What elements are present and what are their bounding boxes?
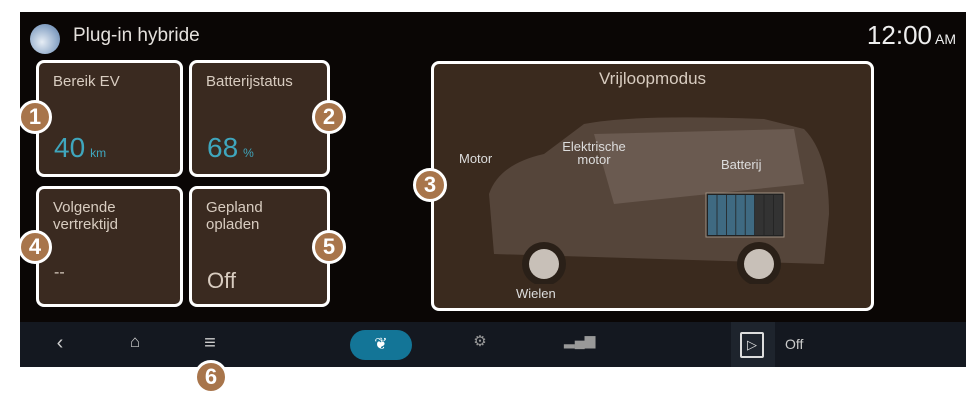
callout-badge-2: 2	[312, 100, 346, 134]
media-status: Off	[785, 336, 804, 352]
callout-badge-5: 5	[312, 230, 346, 264]
motor-label: Motor	[459, 151, 493, 166]
card-value: 68%	[207, 132, 254, 163]
battery-cell	[764, 195, 773, 235]
electric-motor-label: Elektrische motor	[562, 139, 626, 167]
battery-cell	[773, 195, 783, 235]
bar-chart-icon: ▂▄▆	[564, 332, 596, 348]
battery-cell	[726, 195, 736, 235]
scheduled-charging-card[interactable]: Gepland opladen Off	[189, 186, 330, 307]
card-title: Batterijstatus	[206, 73, 293, 90]
next-departure-card[interactable]: Volgende vertrektijd --	[36, 186, 183, 307]
battery-cell	[755, 195, 764, 235]
callout-badge-3: 3	[413, 168, 447, 202]
battery-status-card[interactable]: Batterijstatus 68%	[189, 60, 330, 177]
callout-badge-6: 6	[194, 360, 228, 394]
energy-stats-button[interactable]: ▂▄▆	[564, 332, 596, 349]
back-button[interactable]: ‹	[56, 332, 64, 354]
battery-cell	[717, 195, 726, 235]
battery-cell	[736, 195, 745, 235]
play-icon: ▷	[740, 332, 764, 358]
bottom-nav-bar: ‹ ⌂ ≡ ❦ ⚙ ▂▄▆ ▷ Off	[20, 322, 966, 367]
clock-ampm: AM	[935, 31, 956, 47]
battery-cell	[745, 195, 755, 235]
home-button[interactable]: ⌂	[129, 332, 141, 351]
media-play-button[interactable]: ▷	[731, 322, 775, 367]
charging-settings-button[interactable]: ⚙	[465, 332, 495, 350]
card-title: Bereik EV	[53, 73, 120, 90]
plug-gear-icon: ⚙	[473, 333, 487, 350]
eco-mode-button[interactable]: ❦	[350, 330, 412, 360]
card-value: Off	[207, 268, 236, 293]
card-title: Volgende vertrektijd	[53, 199, 119, 233]
card-title: Gepland opladen	[206, 199, 263, 233]
battery-label: Batterij	[721, 157, 762, 172]
callout-badge-1: 1	[18, 100, 52, 134]
callout-badge-4: 4	[18, 230, 52, 264]
flow-title: Vrijloopmodus	[598, 69, 707, 88]
card-value: --	[54, 264, 65, 281]
energy-flow-panel[interactable]: Vrijloopmodus Motor Elektrische motor Ba…	[431, 61, 874, 311]
clock-time: 12:00	[866, 20, 932, 50]
menu-button[interactable]: ≡	[204, 332, 216, 354]
wheels-label: Wielen	[516, 286, 556, 301]
car-illustration	[489, 117, 829, 284]
profile-avatar[interactable]	[30, 24, 60, 54]
leaf-icon: ❦	[374, 336, 388, 353]
battery-cell	[708, 195, 717, 235]
page-title: Plug-in hybride	[73, 25, 200, 46]
